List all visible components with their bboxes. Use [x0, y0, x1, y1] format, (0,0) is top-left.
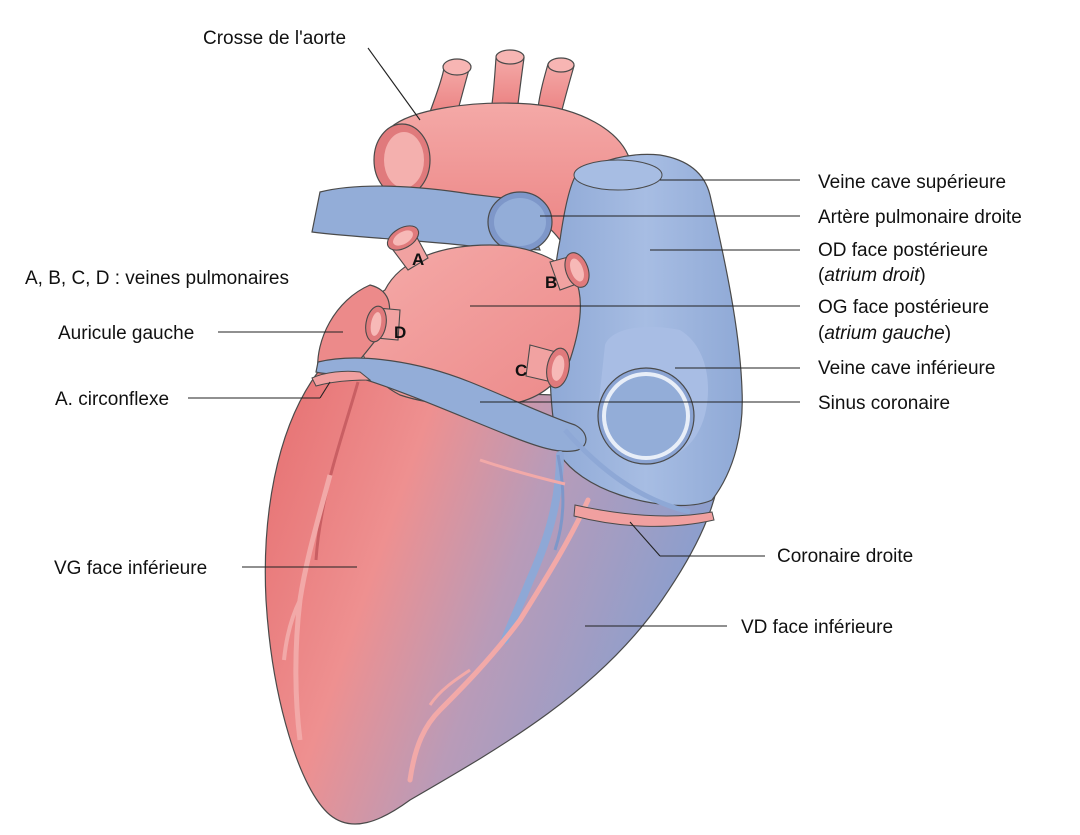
label-auricule-gauche: Auricule gauche — [58, 323, 194, 344]
label-sinus-coronaire: Sinus coronaire — [818, 393, 950, 414]
label-crosse-aorte: Crosse de l'aorte — [203, 28, 346, 49]
vein-letter-c: C — [515, 361, 527, 380]
pulmonary-artery — [311, 185, 553, 253]
label-atrium-droit: (atrium droit) — [818, 265, 926, 286]
label-veine-cave-inferieure: Veine cave inférieure — [818, 358, 995, 379]
leader-lines — [188, 47, 800, 627]
label-coronaire-droite: Coronaire droite — [777, 546, 913, 567]
right-coronary-artery — [573, 504, 715, 527]
label-vd-face-inferieure: VD face inférieure — [741, 617, 893, 638]
label-vg-face-inferieure: VG face inférieure — [54, 558, 207, 579]
circumflex-artery — [311, 370, 372, 387]
vein-letter-a: A — [412, 250, 424, 269]
vein-letter-b: B — [545, 273, 557, 292]
label-od-face-posterieure: OD face postérieure — [818, 240, 988, 261]
interventricular-vessels — [407, 428, 691, 783]
label-a-circonflexe: A. circonflexe — [55, 389, 169, 410]
ivc-opening — [597, 326, 709, 465]
label-veines-pulmonaires-legend: A, B, C, D : veines pulmonaires — [25, 268, 289, 289]
label-veine-cave-superieure: Veine cave supérieure — [818, 172, 1006, 193]
label-artere-pulmonaire-droite: Artère pulmonaire droite — [818, 207, 1022, 228]
lv-vessels — [282, 474, 333, 741]
label-og-face-posterieure: OG face postérieure — [818, 297, 989, 318]
vein-letter-d: D — [394, 323, 406, 342]
label-atrium-gauche: (atrium gauche) — [818, 323, 951, 344]
svc-opening — [573, 159, 663, 191]
